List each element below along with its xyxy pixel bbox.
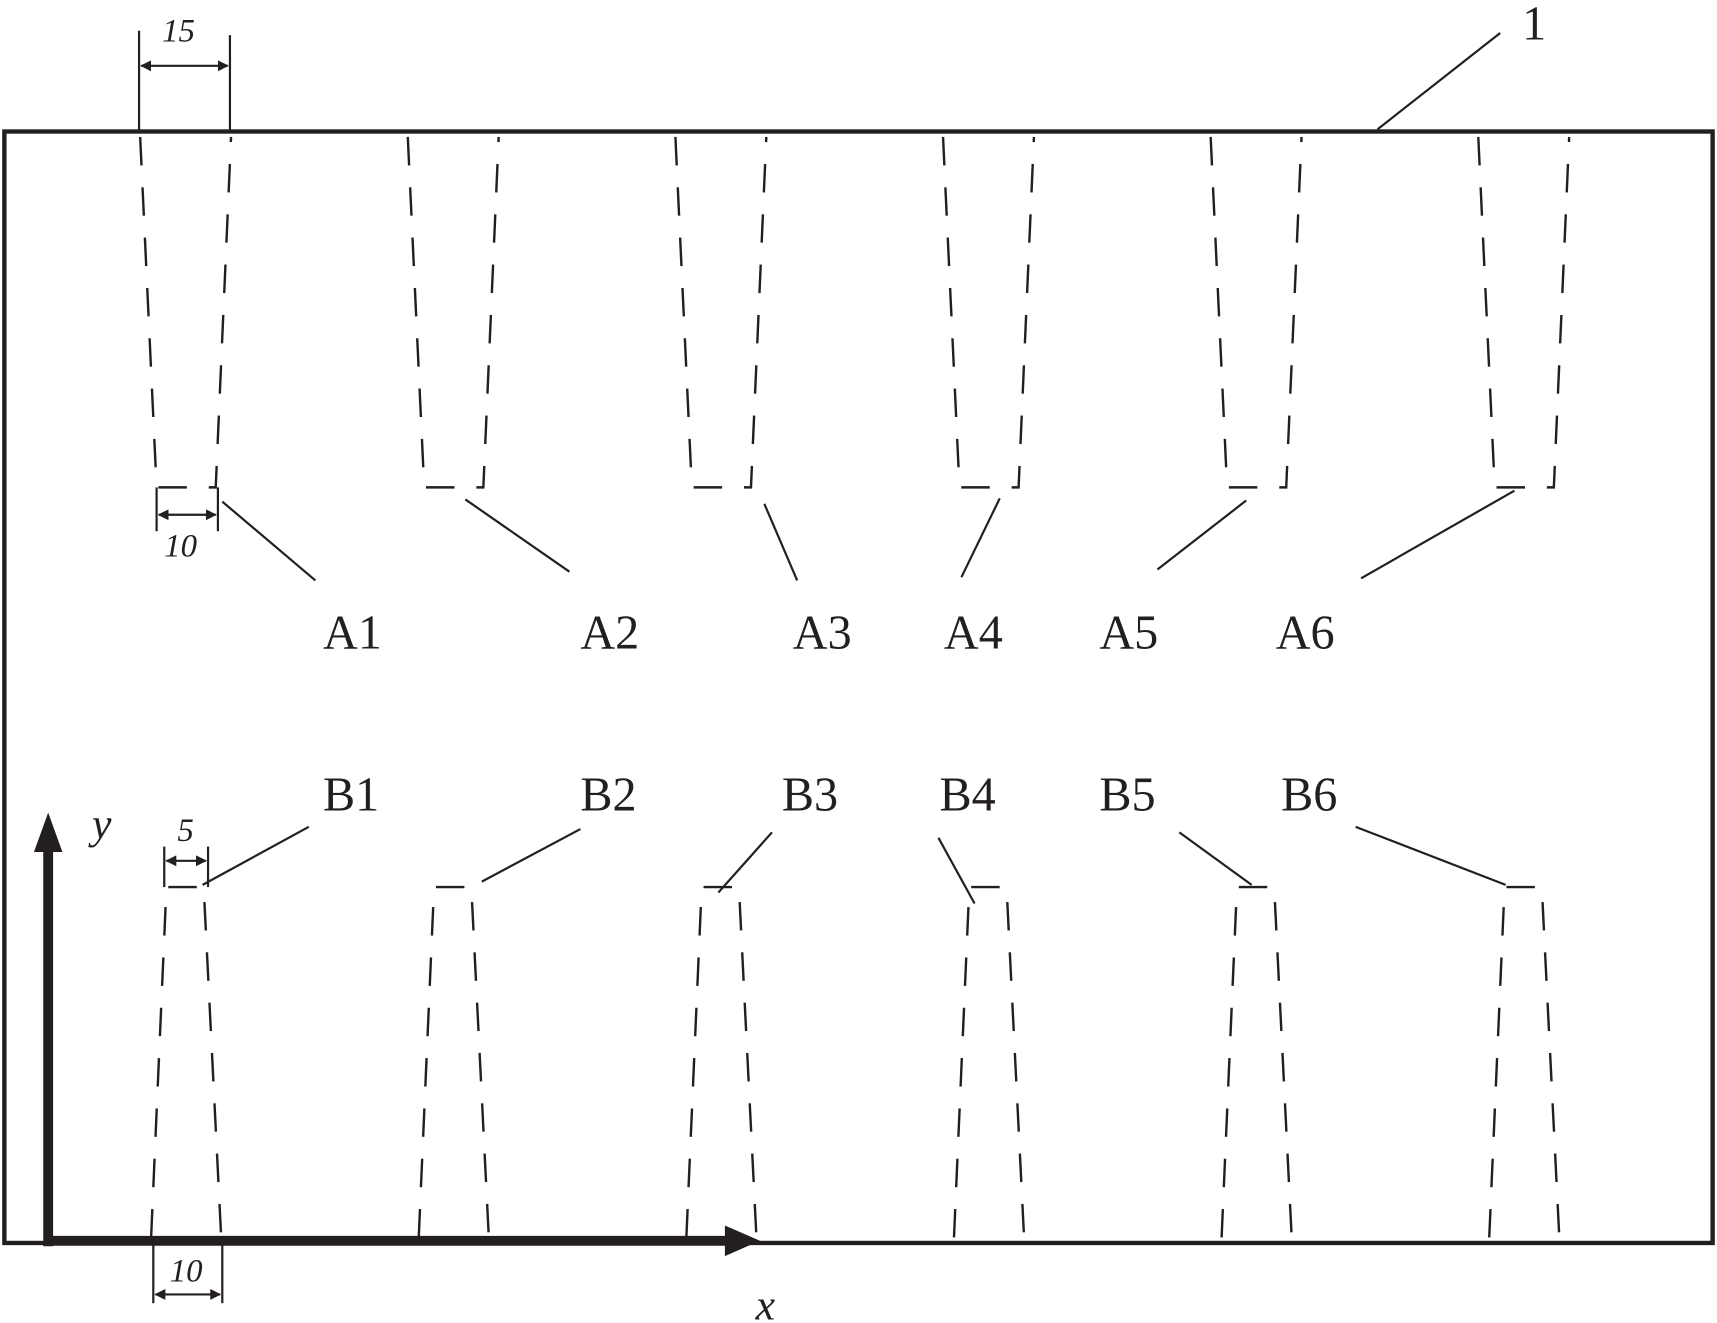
groove-a4 bbox=[941, 136, 1036, 578]
groove-a2 bbox=[406, 136, 571, 573]
label-a4: A4 bbox=[944, 606, 1003, 659]
y-axis-label: y bbox=[88, 800, 112, 848]
leader-b6 bbox=[1355, 825, 1507, 886]
leader-b5 bbox=[1178, 831, 1253, 886]
label-a5: A5 bbox=[1099, 606, 1158, 659]
groove-a1 bbox=[138, 136, 317, 582]
groove-b4 bbox=[937, 837, 1026, 1238]
dimension-b-bottom-width: 10 bbox=[152, 1242, 224, 1304]
groove-a3 bbox=[674, 136, 799, 581]
part-label: 1 bbox=[1522, 0, 1546, 51]
label-b4: B4 bbox=[940, 768, 996, 821]
groove-b1 bbox=[149, 825, 310, 1238]
workpiece-outline bbox=[2, 129, 1715, 1246]
label-a2: A2 bbox=[580, 606, 639, 659]
label-b1: B1 bbox=[323, 768, 379, 821]
part-leader bbox=[1376, 32, 1501, 131]
svg-text:10: 10 bbox=[164, 528, 197, 564]
y-axis-arrow-icon bbox=[33, 812, 63, 853]
groove-a5 bbox=[1156, 136, 1303, 571]
leader-a6 bbox=[1360, 489, 1515, 580]
label-b6: B6 bbox=[1281, 768, 1337, 821]
leader-b1 bbox=[202, 825, 310, 886]
groove-b6 bbox=[1355, 825, 1561, 1238]
leader-a3 bbox=[763, 503, 799, 581]
label-a1: A1 bbox=[323, 606, 382, 659]
groove-b2 bbox=[417, 828, 581, 1238]
label-a3: A3 bbox=[793, 606, 852, 659]
svg-text:5: 5 bbox=[177, 813, 193, 849]
dimension-a-bottom-width: 10 bbox=[155, 487, 220, 564]
dimension-top-width: 15 bbox=[137, 14, 232, 132]
groove-b5 bbox=[1178, 831, 1293, 1238]
dimension-b-top-width: 5 bbox=[163, 813, 210, 888]
label-b2: B2 bbox=[580, 768, 636, 821]
leader-b4 bbox=[937, 837, 976, 905]
label-b5: B5 bbox=[1099, 768, 1155, 821]
svg-text:10: 10 bbox=[170, 1253, 203, 1289]
leader-a4 bbox=[960, 497, 1001, 578]
label-a6: A6 bbox=[1276, 606, 1335, 659]
leader-a2 bbox=[464, 498, 571, 573]
groove-b3 bbox=[685, 831, 773, 1238]
leader-b3 bbox=[717, 831, 773, 894]
groove-a6 bbox=[1360, 136, 1571, 580]
label-b3: B3 bbox=[782, 768, 838, 821]
leader-a5 bbox=[1156, 499, 1247, 571]
leader-b2 bbox=[481, 828, 581, 883]
x-axis-arrow-icon bbox=[724, 1225, 760, 1257]
leader-a1 bbox=[221, 500, 317, 582]
svg-text:15: 15 bbox=[162, 14, 195, 50]
coordinate-axes: y x bbox=[33, 800, 776, 1323]
x-axis-label: x bbox=[755, 1282, 776, 1323]
